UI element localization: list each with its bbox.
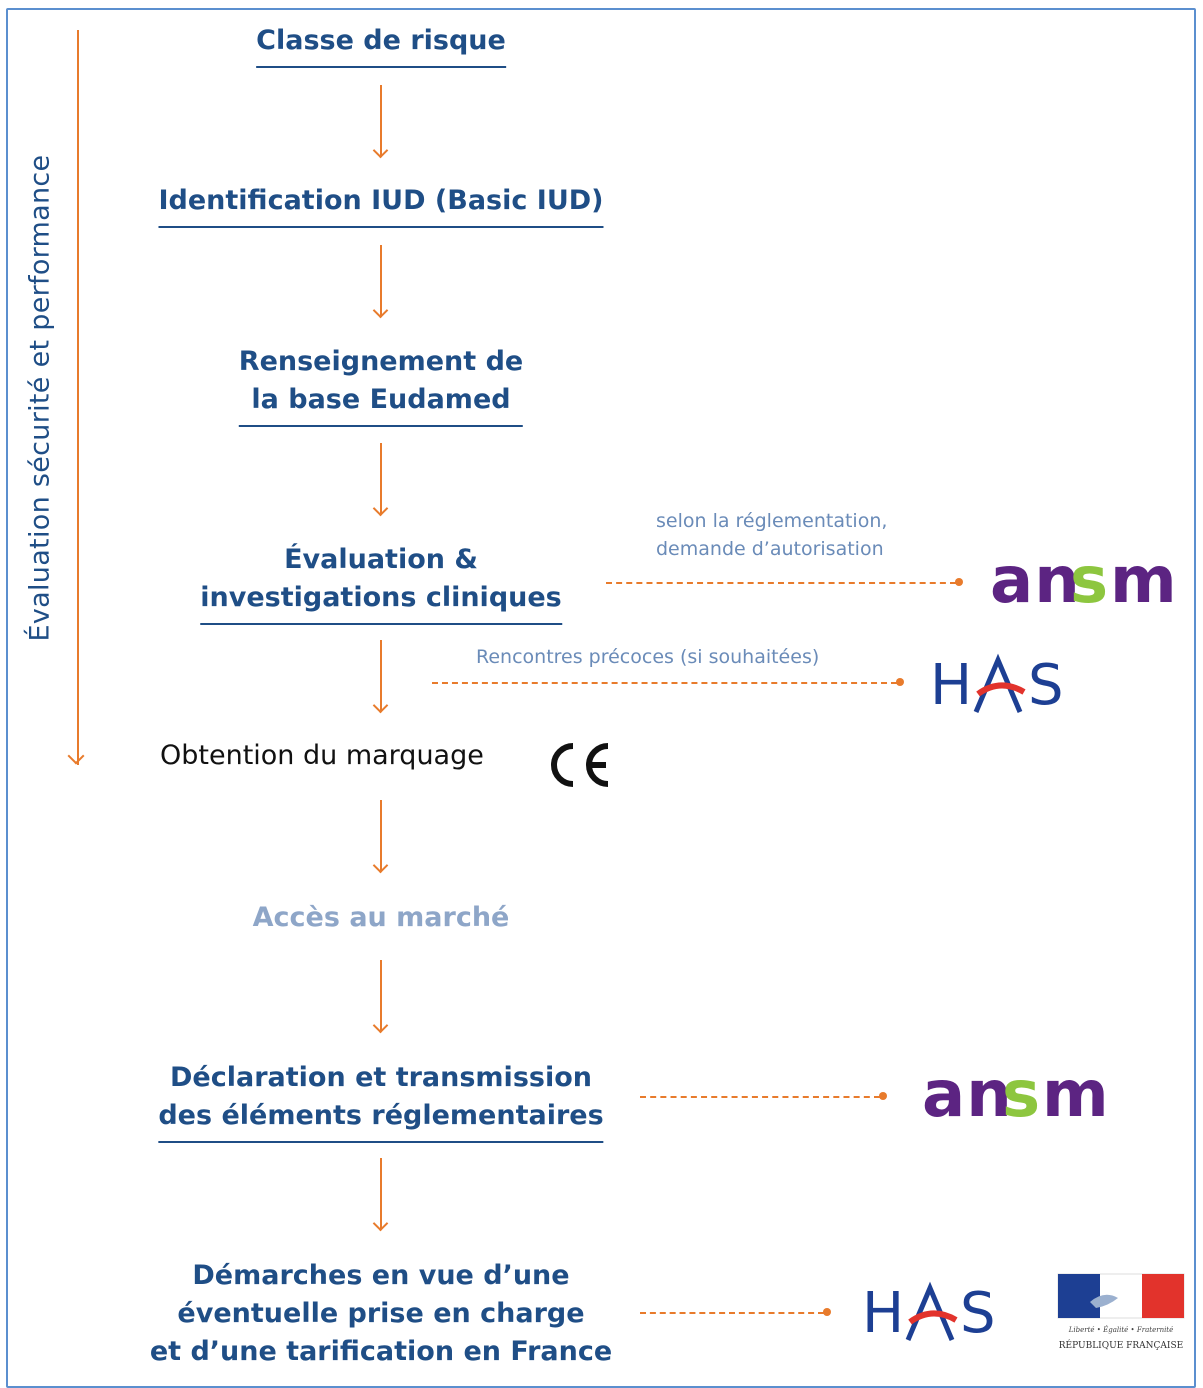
svg-text:RÉPUBLIQUE FRANÇAISE: RÉPUBLIQUE FRANÇAISE xyxy=(1059,1339,1183,1351)
svg-text:s: s xyxy=(1002,1062,1040,1132)
step-classe-label: Classe de risque xyxy=(256,25,506,56)
step-identification-iud: Identification IUD (Basic IUD) xyxy=(158,182,604,228)
svg-text:S: S xyxy=(960,1281,996,1346)
ce-mark-icon xyxy=(551,743,609,787)
step-demarches-tarification: Démarches en vue d’une éventuelle prise … xyxy=(150,1257,612,1371)
svg-text:m: m xyxy=(1110,548,1177,618)
step-renseignement-eudamed: Renseignement de la base Eudamed xyxy=(238,343,524,427)
connector-declaration-ansm-dot xyxy=(879,1092,887,1100)
step-evaluation-cliniques: Évaluation & investigations cliniques xyxy=(200,541,562,625)
svg-text:S: S xyxy=(1028,653,1064,718)
flow-arrow-6 xyxy=(380,960,382,1032)
svg-text:Liberté • Égalité • Fraternité: Liberté • Égalité • Fraternité xyxy=(1068,1325,1174,1334)
svg-text:an: an xyxy=(990,548,1081,618)
has-logo-2-icon: H S xyxy=(862,1281,996,1346)
step-demarches-line-1: Démarches en vue d’une xyxy=(192,1260,570,1291)
step-demarches-line-3: et d’une tarification en France xyxy=(149,1336,613,1367)
connector-evaluation-ansm xyxy=(606,582,956,584)
connector-evaluation-ansm-dot xyxy=(955,578,963,586)
svg-text:H: H xyxy=(930,653,972,718)
flow-arrow-7 xyxy=(380,1158,382,1230)
step-renseignement-line-1: Renseignement de xyxy=(238,346,524,377)
connector-demarches-has xyxy=(640,1312,824,1314)
step-renseignement-line-2: la base Eudamed xyxy=(251,384,511,415)
note-reglementation-line-1: selon la réglementation, xyxy=(656,510,888,532)
step-declaration-line-2: des éléments réglementaires xyxy=(158,1100,604,1131)
has-logo-icon: H S xyxy=(930,653,1064,718)
step-declaration-transmission: Déclaration et transmission des éléments… xyxy=(158,1059,604,1143)
connector-rencontres-has-dot xyxy=(896,678,904,686)
ansm-logo-icon: an s m xyxy=(990,548,1177,618)
flow-arrow-2 xyxy=(380,245,382,317)
step-identification-label: Identification IUD (Basic IUD) xyxy=(158,185,604,216)
step-acces-label: Accès au marché xyxy=(252,902,510,933)
step-demarches-line-2: éventuelle prise en charge xyxy=(177,1298,585,1329)
connector-declaration-ansm xyxy=(640,1096,880,1098)
step-obtention-marquage: Obtention du marquage xyxy=(160,740,484,771)
flow-arrow-5 xyxy=(380,800,382,872)
svg-text:m: m xyxy=(1042,1062,1109,1132)
svg-text:H: H xyxy=(862,1281,904,1346)
step-evaluation-line-2: investigations cliniques xyxy=(200,582,562,613)
flow-arrow-1 xyxy=(380,85,382,157)
note-reglementation-line-2: demande d’autorisation xyxy=(656,538,884,560)
step-acces-marche: Accès au marché xyxy=(253,899,510,937)
connector-rencontres-has xyxy=(432,682,897,684)
side-label: Évaluation sécurité et performance xyxy=(24,154,56,642)
step-classe-de-risque: Classe de risque xyxy=(256,22,506,68)
connector-demarches-has-dot xyxy=(823,1308,831,1316)
republique-francaise-logo-icon: Liberté • Égalité • Fraternité RÉPUBLIQU… xyxy=(1057,1273,1185,1351)
flow-arrow-3 xyxy=(380,443,382,515)
step-evaluation-line-1: Évaluation & xyxy=(284,544,478,575)
step-declaration-line-1: Déclaration et transmission xyxy=(170,1062,592,1093)
flow-arrow-4 xyxy=(380,640,382,712)
note-rencontres: Rencontres précoces (si souhaitées) xyxy=(476,646,820,668)
svg-text:an: an xyxy=(922,1062,1013,1132)
ansm-logo-2-icon: an s m xyxy=(922,1062,1109,1132)
note-reglementation: selon la réglementation, demande d’autor… xyxy=(656,507,887,563)
svg-text:s: s xyxy=(1070,548,1108,618)
side-arrow-line xyxy=(77,30,79,765)
